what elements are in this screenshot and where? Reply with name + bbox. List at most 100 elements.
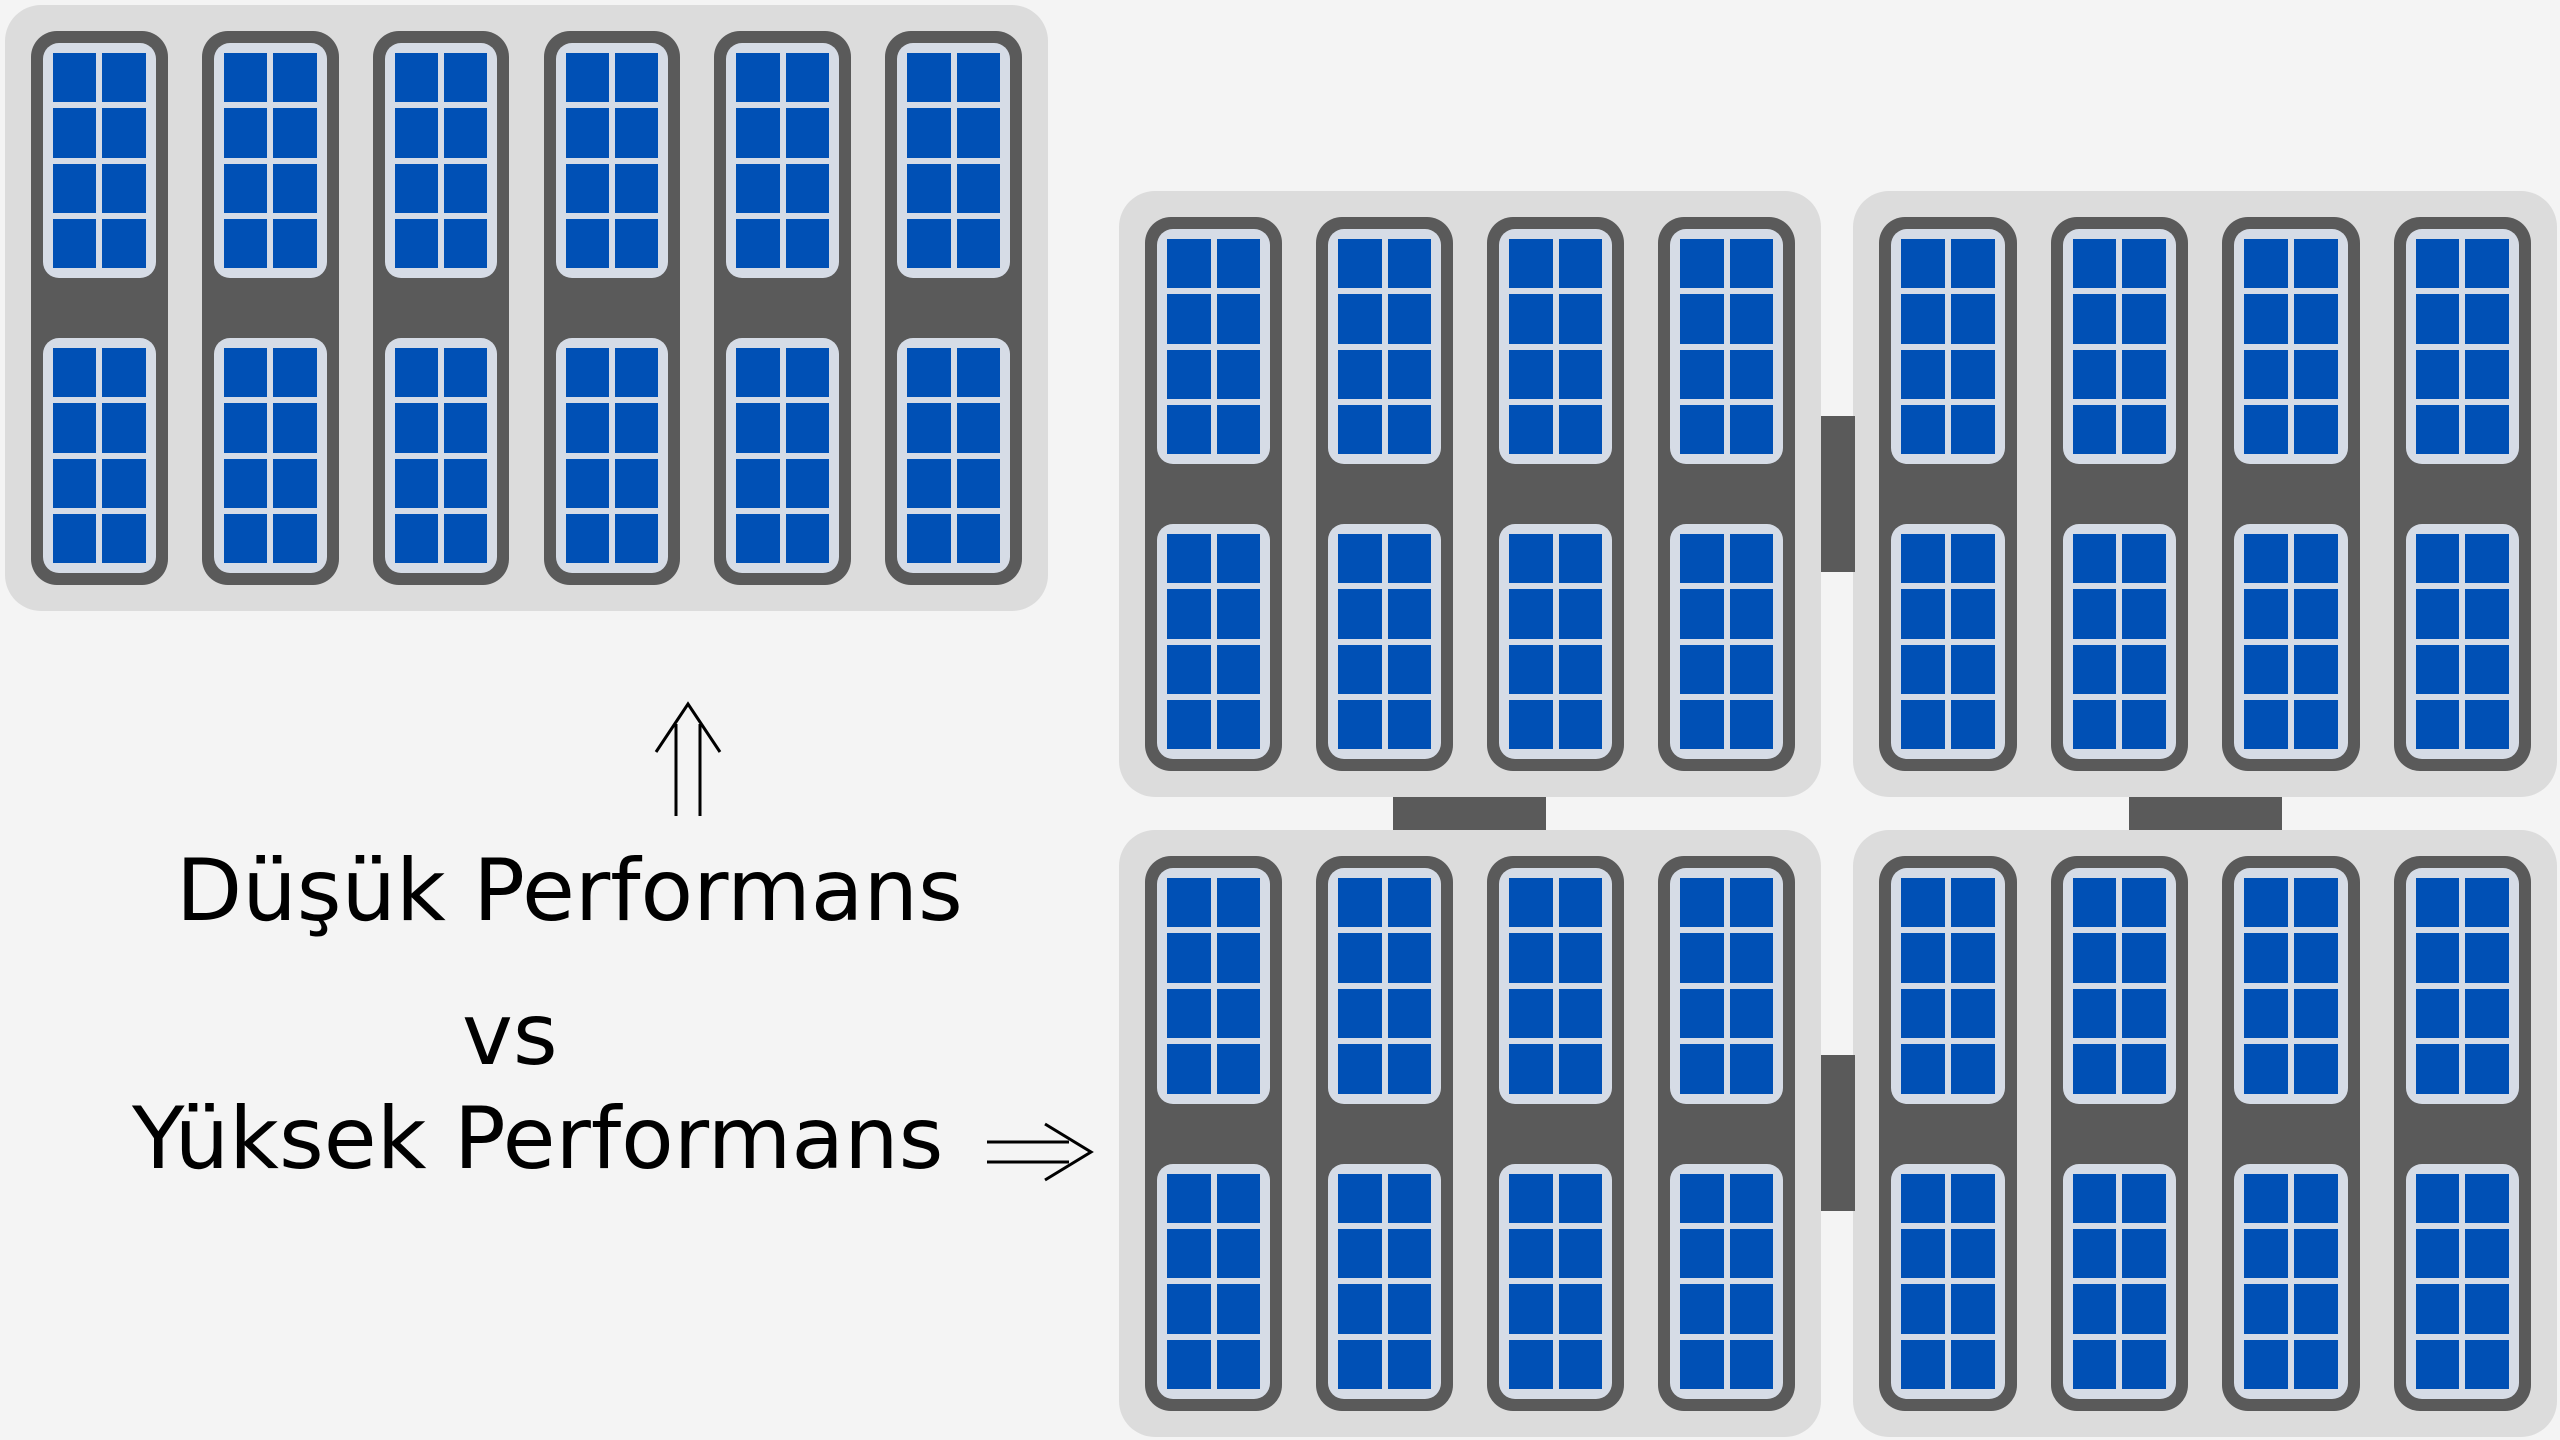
core-cell <box>1338 1339 1382 1389</box>
core-cell <box>2122 1044 2166 1094</box>
core-cell <box>2465 933 2509 983</box>
core-cell <box>1680 933 1724 983</box>
core-cell <box>956 458 1000 508</box>
core-cell <box>2072 1228 2117 1279</box>
core-cell <box>1729 1228 1773 1279</box>
core-cell <box>1387 1284 1431 1334</box>
compute-column <box>1879 856 2017 1411</box>
core-cell <box>53 163 97 213</box>
core-cell <box>1729 644 1773 694</box>
compute-column <box>1487 856 1624 1411</box>
core-cell <box>2415 1339 2460 1389</box>
core-cell <box>1338 349 1382 399</box>
compute-module <box>2062 868 2176 1104</box>
core-cell <box>1387 878 1431 928</box>
core-cell <box>2415 534 2460 584</box>
core-cell <box>2072 404 2117 454</box>
core-cell <box>1680 1284 1724 1334</box>
core-cell <box>1950 878 1995 928</box>
core-cell <box>2465 294 2509 344</box>
core-cell <box>2244 933 2288 983</box>
compute-module <box>555 338 669 573</box>
compute-column <box>1316 217 1453 771</box>
core-cell <box>1729 534 1773 584</box>
core-cell <box>1950 988 1995 1039</box>
core-cell <box>1950 349 1995 399</box>
core-cell <box>102 513 146 563</box>
core-cell <box>1901 294 1945 344</box>
core-cell <box>614 458 659 508</box>
core-cell <box>2465 644 2509 694</box>
core-cell <box>1167 589 1211 639</box>
core-cell <box>1216 1044 1260 1094</box>
core-cell <box>2122 239 2166 289</box>
core-cell <box>2415 933 2460 983</box>
core-cell <box>1558 294 1602 344</box>
core-cell <box>102 403 146 453</box>
high-performance-label: Yüksek Performans <box>132 1089 944 1189</box>
core-cell <box>1729 1044 1773 1094</box>
compute-module <box>726 43 840 278</box>
compute-module <box>726 338 840 573</box>
core-cell <box>1216 1173 1260 1223</box>
core-cell <box>444 218 488 268</box>
core-cell <box>1216 933 1260 983</box>
core-cell <box>394 458 439 508</box>
core-cell <box>1167 1284 1211 1334</box>
core-cell <box>2244 534 2288 584</box>
core-cell <box>2415 404 2460 454</box>
core-cell <box>1167 349 1211 399</box>
core-cell <box>2122 1173 2166 1223</box>
core-cell <box>1216 294 1260 344</box>
core-cell <box>2072 294 2117 344</box>
core-cell <box>273 403 317 453</box>
core-cell <box>785 163 830 213</box>
core-cell <box>444 163 488 213</box>
core-cell <box>907 403 951 453</box>
core-cell <box>1338 699 1382 749</box>
core-cell <box>1387 589 1431 639</box>
core-cell <box>1509 589 1553 639</box>
core-cell <box>223 458 268 508</box>
compute-module <box>2234 229 2348 464</box>
core-cell <box>2465 1284 2509 1334</box>
core-cell <box>1901 239 1945 289</box>
core-cell <box>102 348 146 398</box>
core-cell <box>614 53 659 103</box>
core-cell <box>223 163 268 213</box>
core-cell <box>53 348 97 398</box>
core-cell <box>1387 294 1431 344</box>
compute-column <box>2222 856 2360 1411</box>
core-cell <box>2072 589 2117 639</box>
core-cell <box>1558 404 1602 454</box>
core-cell <box>394 53 439 103</box>
core-cell <box>1680 239 1724 289</box>
core-cell <box>2465 1339 2509 1389</box>
core-cell <box>1167 1044 1211 1094</box>
core-cell <box>2072 1339 2117 1389</box>
core-cell <box>736 403 780 453</box>
core-cell <box>2415 988 2460 1039</box>
core-cell <box>273 458 317 508</box>
compute-module <box>2234 868 2348 1104</box>
core-cell <box>2244 589 2288 639</box>
core-cell <box>2072 1173 2117 1223</box>
core-cell <box>1901 1173 1945 1223</box>
core-cell <box>1680 1173 1724 1223</box>
compute-module <box>2405 868 2519 1104</box>
core-cell <box>1558 589 1602 639</box>
core-cell <box>444 348 488 398</box>
core-cell <box>2072 699 2117 749</box>
compute-module <box>1499 229 1612 464</box>
core-cell <box>2465 699 2509 749</box>
core-cell <box>1680 988 1724 1039</box>
core-cell <box>736 163 780 213</box>
core-cell <box>223 218 268 268</box>
core-cell <box>1901 589 1945 639</box>
core-cell <box>736 513 780 563</box>
compute-module <box>1499 868 1612 1104</box>
core-cell <box>2244 878 2288 928</box>
core-cell <box>1338 644 1382 694</box>
core-cell <box>1901 933 1945 983</box>
core-cell <box>273 513 317 563</box>
